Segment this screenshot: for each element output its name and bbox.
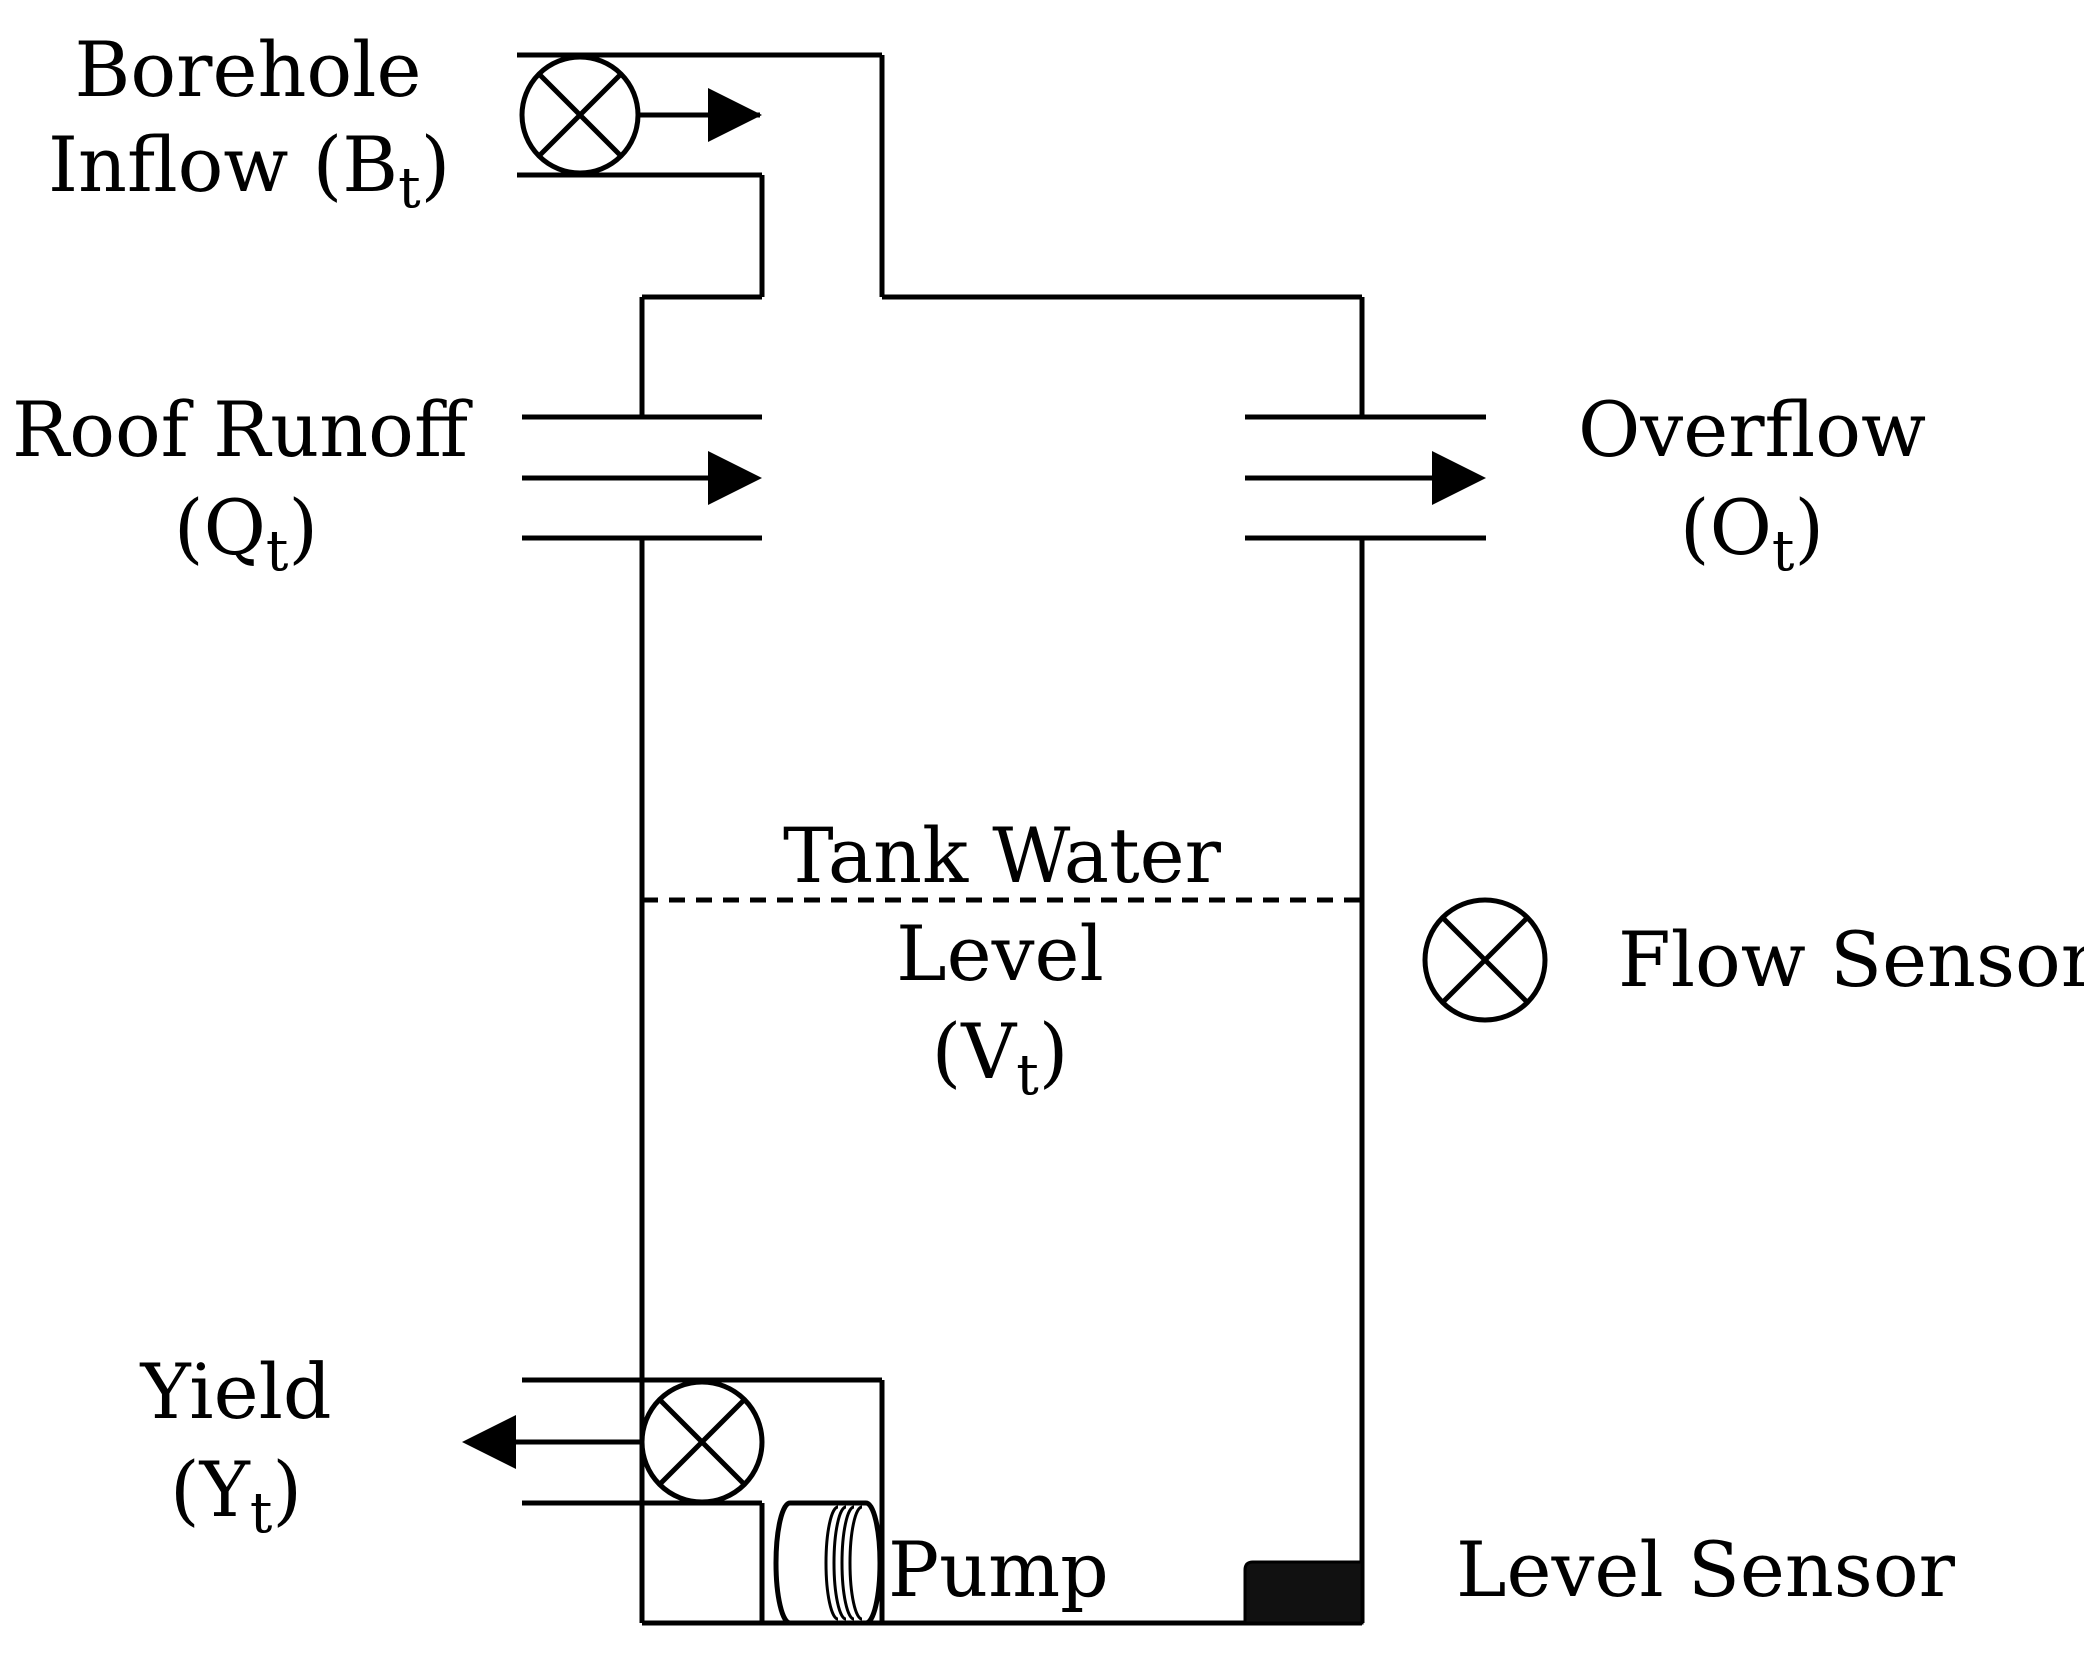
pump-icon <box>773 1500 883 1626</box>
yield-outlet <box>462 1377 885 1623</box>
roof-runoff-label-line2: (Qt) <box>174 483 318 584</box>
level-sensor-icon <box>1243 1560 1364 1625</box>
overflow-label-line2: (Ot) <box>1680 483 1824 584</box>
borehole-label-line1: Borehole <box>75 25 422 114</box>
yield-arrowhead-icon <box>462 1415 516 1469</box>
tank-level-label-line1: Tank Water <box>783 811 1222 900</box>
borehole-inflow-pipe <box>517 52 885 297</box>
roof-runoff-inlet <box>522 414 762 541</box>
roof-arrowhead-icon <box>708 451 762 505</box>
borehole-label-line2: Inflow (Bt) <box>48 120 450 221</box>
overflow-label-line1: Overflow <box>1578 385 1926 474</box>
tank-level-label-line3: (Vt) <box>932 1007 1069 1108</box>
legend-flow-sensor-icon <box>1422 897 1548 1023</box>
borehole-arrowhead-icon <box>708 88 762 142</box>
yield-flow-sensor-icon <box>639 1379 765 1505</box>
overflow-arrowhead-icon <box>1432 451 1486 505</box>
pump-label: Pump <box>888 1525 1109 1614</box>
yield-label-line1: Yield <box>139 1347 331 1436</box>
flow-sensor-legend-label: Flow Sensor <box>1618 915 2084 1004</box>
level-sensor-label: Level Sensor <box>1456 1525 1956 1614</box>
yield-label-line2: (Yt) <box>170 1445 302 1546</box>
overflow-outlet <box>1245 414 1486 541</box>
roof-runoff-label-line1: Roof Runoff <box>12 385 473 474</box>
tank-level-label-line2: Level <box>896 909 1104 998</box>
borehole-flow-sensor-icon <box>519 54 641 176</box>
